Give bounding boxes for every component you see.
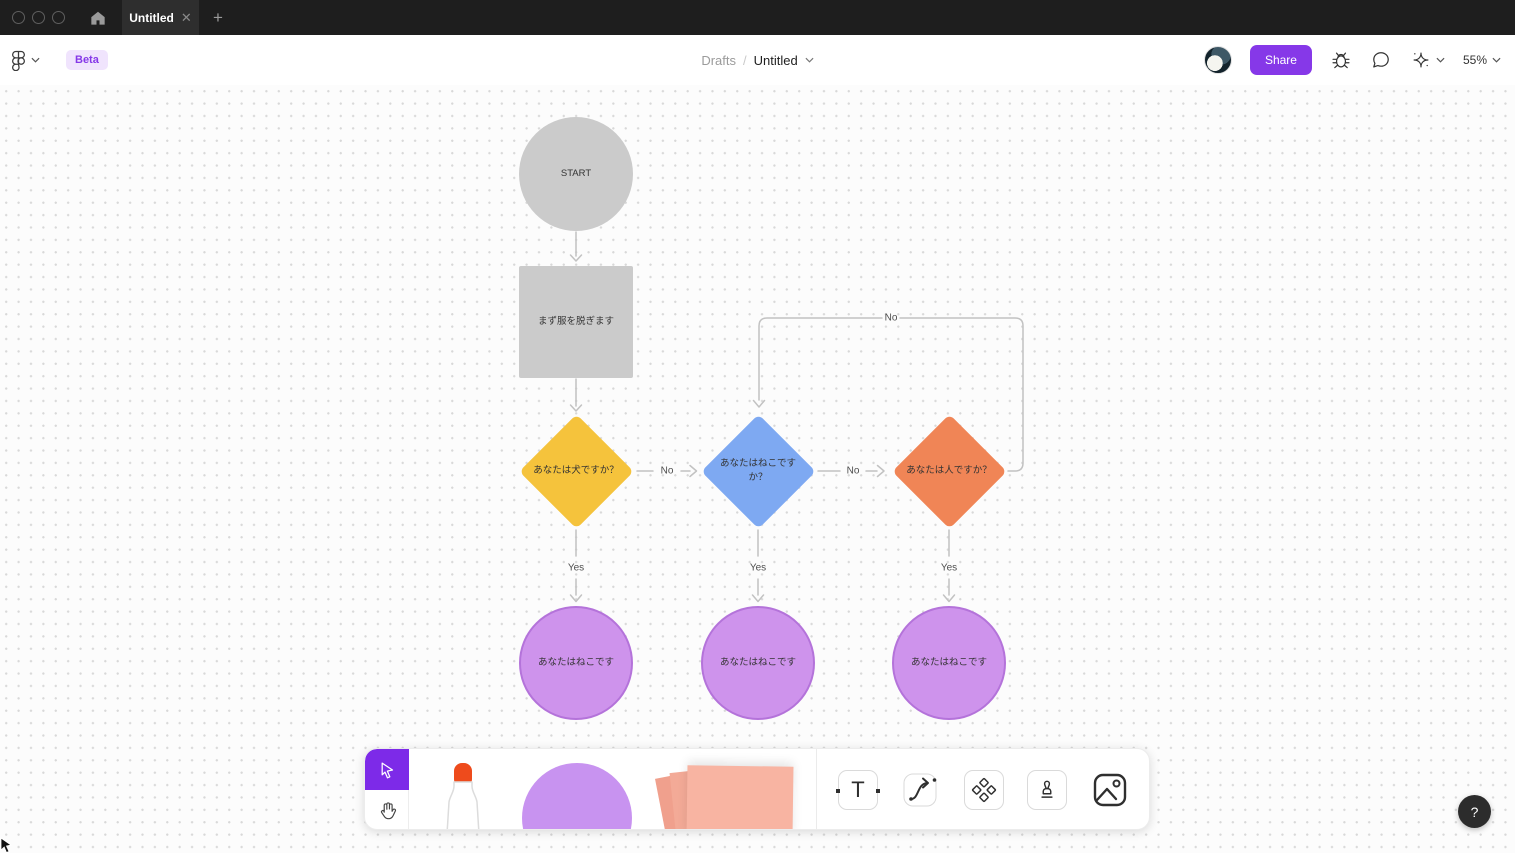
hand-tool-button[interactable] xyxy=(365,790,409,829)
mouse-cursor xyxy=(0,837,12,853)
shapes-tool-button[interactable] xyxy=(964,770,1004,810)
breadcrumb-file-title[interactable]: Untitled xyxy=(753,52,798,68)
media-tool-button[interactable] xyxy=(1090,770,1130,810)
close-tab-icon[interactable]: ✕ xyxy=(180,10,192,25)
breadcrumb-separator: / xyxy=(742,52,747,68)
cursor-icon xyxy=(381,762,394,778)
ai-actions-button[interactable] xyxy=(1410,49,1445,71)
report-bug-button[interactable] xyxy=(1330,49,1352,71)
text-handle-dot xyxy=(836,789,840,793)
edge-label-no: No xyxy=(846,465,860,477)
select-tool-button[interactable] xyxy=(365,749,409,790)
edge-label-yes: Yes xyxy=(567,562,585,574)
start-node-label: START xyxy=(560,167,592,179)
chevron-down-icon xyxy=(1436,57,1445,63)
home-icon xyxy=(91,11,105,25)
figma-logo-icon xyxy=(12,50,25,71)
shape-sticker-tool[interactable] xyxy=(522,763,632,829)
main-menu-button[interactable] xyxy=(10,49,40,71)
connector-icon xyxy=(903,773,937,807)
whiteboard-canvas[interactable]: START まず服を脱ぎます あなたは犬ですか？ あなたはねこですか？ あなたは… xyxy=(0,85,1515,853)
bug-icon xyxy=(1332,52,1350,69)
edge-label-no: No xyxy=(660,465,674,477)
chevron-down-icon xyxy=(31,57,40,63)
user-avatar[interactable] xyxy=(1203,46,1232,74)
toolbar-divider xyxy=(816,749,817,829)
result-node-label: あなたはねこです xyxy=(910,656,987,668)
image-icon xyxy=(1093,773,1127,807)
decision-cat-label: あなたはねこですか？ xyxy=(719,458,796,483)
shapes-icon xyxy=(971,777,997,803)
decision-human-label: あなたは人ですか？ xyxy=(906,465,992,477)
help-label: ? xyxy=(1470,803,1479,820)
zoom-level: 55% xyxy=(1462,53,1487,67)
hand-icon xyxy=(380,802,396,820)
edge-label-yes: Yes xyxy=(749,562,767,574)
result-node-label: あなたはねこです xyxy=(719,656,796,668)
chevron-down-icon[interactable] xyxy=(805,57,814,63)
minimize-window-icon[interactable] xyxy=(32,11,45,24)
marker-tool[interactable] xyxy=(435,762,491,830)
text-handle-dot xyxy=(876,789,880,793)
traffic-lights[interactable] xyxy=(12,0,65,35)
zoom-menu[interactable]: 55% xyxy=(1463,53,1501,67)
new-tab-button[interactable]: + xyxy=(205,0,231,35)
breadcrumb-drafts[interactable]: Drafts xyxy=(701,52,736,68)
fullscreen-window-icon[interactable] xyxy=(52,11,65,24)
flowchart-start-node[interactable]: START xyxy=(519,117,633,231)
spark-icon xyxy=(1413,52,1429,68)
edge-label-yes: Yes xyxy=(940,562,958,574)
app-header: Beta Drafts / Untitled Share xyxy=(0,35,1515,85)
flowchart-result-node[interactable]: あなたはねこです xyxy=(701,606,815,720)
plus-icon: + xyxy=(213,7,223,27)
stamp-tool-button[interactable] xyxy=(1027,770,1067,810)
edge-label-no: No xyxy=(884,312,898,324)
connector-tool-button[interactable] xyxy=(901,770,941,810)
comments-button[interactable] xyxy=(1370,49,1392,71)
home-button[interactable] xyxy=(86,0,110,35)
flowchart-process-node[interactable]: まず服を脱ぎます xyxy=(519,266,633,378)
document-tab-title: Untitled xyxy=(129,10,174,25)
stamp-icon xyxy=(1041,780,1053,798)
flowchart-result-node[interactable]: あなたはねこです xyxy=(892,606,1006,720)
document-tab[interactable]: Untitled ✕ xyxy=(122,0,199,35)
breadcrumb: Drafts / Untitled xyxy=(0,35,1515,85)
beta-badge: Beta xyxy=(66,50,108,70)
tools-toolbar: T xyxy=(364,748,1150,830)
help-button[interactable]: ? xyxy=(1458,795,1491,828)
share-button[interactable]: Share xyxy=(1249,45,1312,75)
result-node-label: あなたはねこです xyxy=(537,656,614,668)
decision-dog-label: あなたは犬ですか？ xyxy=(533,465,619,477)
close-window-icon[interactable] xyxy=(12,11,25,24)
chevron-down-icon xyxy=(1492,57,1501,63)
process-node-label: まず服を脱ぎます xyxy=(537,315,614,327)
comment-icon xyxy=(1373,52,1389,68)
pointer-tools-group xyxy=(365,749,409,829)
flowchart-result-node[interactable]: あなたはねこです xyxy=(519,606,633,720)
sticky-note-tool[interactable] xyxy=(686,765,794,829)
text-tool-button[interactable]: T xyxy=(836,770,880,810)
window-titlebar: Untitled ✕ + xyxy=(0,0,1515,35)
text-tool-glyph: T xyxy=(851,777,865,802)
